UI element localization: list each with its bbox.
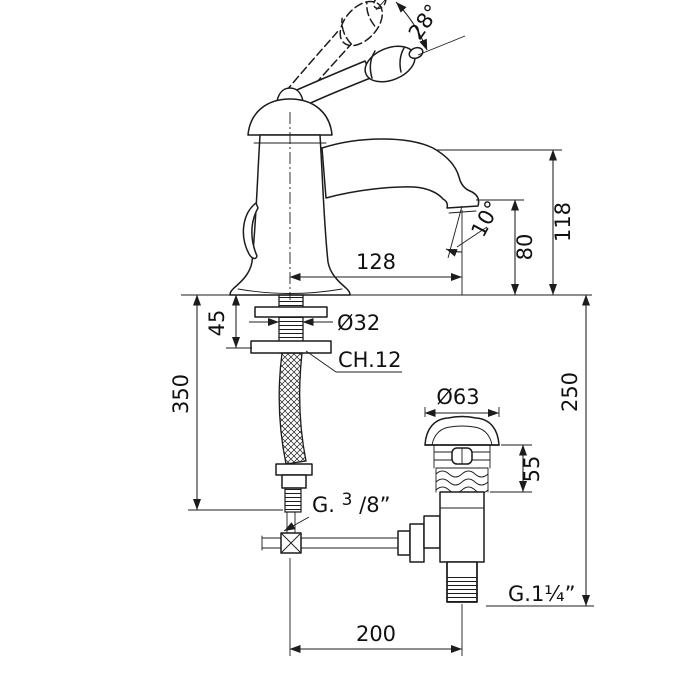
pipe-coupling-flange	[409, 523, 425, 563]
dimension-labels: 28° 10° 128 200 80 118 250 45 350 55 Ø63…	[169, 0, 582, 646]
drain-tailpiece-threads	[447, 575, 477, 602]
spout-outlet-rim	[448, 210, 477, 214]
body-side-detail	[242, 202, 259, 260]
drain-flange-inner	[431, 425, 493, 446]
drain-strainer	[433, 444, 491, 469]
hose-nipple-threads	[284, 487, 302, 513]
handle-ghost	[277, 0, 387, 112]
angle-ext-28-solid	[417, 35, 466, 56]
angle-label-28: 28°	[404, 0, 445, 44]
drain-flange	[424, 415, 500, 446]
dim-label-dia63: Ø63	[436, 385, 479, 409]
drain-side-nut	[423, 515, 441, 549]
angle-ext-28-ghost	[375, 0, 386, 11]
hose-nut	[275, 463, 313, 476]
dim-label-118: 118	[551, 202, 575, 242]
angle-arc-10	[445, 248, 463, 257]
inlet-thread-numerator: 3	[342, 490, 353, 510]
under-counter-assembly	[250, 294, 399, 554]
angle-leader-10	[456, 226, 488, 248]
valve-riser	[286, 511, 296, 534]
spout	[321, 138, 480, 214]
supply-hose	[278, 352, 307, 465]
dim-label-350: 350	[169, 374, 193, 414]
faucet-above-counter	[229, 0, 480, 300]
inlet-thread-rest: /8”	[359, 493, 390, 517]
waste-thread-label: G.1¼”	[508, 582, 576, 606]
dim-label-45: 45	[205, 310, 229, 337]
drain-tailpiece-outline	[446, 561, 478, 603]
mounting-nut	[250, 340, 332, 354]
drain-body	[439, 491, 485, 563]
cap-finial	[276, 87, 304, 102]
dim-label-80: 80	[513, 234, 537, 261]
dim-label-200: 200	[356, 622, 396, 646]
drain-assembly	[397, 415, 500, 603]
inlet-thread-prefix: G.	[312, 493, 335, 517]
dimension-lines	[181, 0, 594, 656]
mounting-washer	[254, 306, 328, 318]
dim-label-55: 55	[520, 456, 544, 483]
angle-arc-28	[395, 1, 428, 51]
wrench-size-label: CH.12	[338, 348, 401, 372]
pipe-coupling-nut	[397, 530, 411, 556]
inlet-thread-label: G. 3 /8”	[312, 486, 390, 517]
hose-collar	[281, 474, 307, 489]
leader-g38	[283, 516, 310, 532]
dim-label-250: 250	[558, 372, 582, 412]
supply-pipe	[300, 537, 399, 549]
dim-label-dia32: Ø32	[337, 311, 380, 335]
drain-thread-section	[435, 467, 489, 494]
valve-stub	[261, 535, 282, 551]
leader-ch12	[305, 350, 402, 373]
dim-label-128: 128	[356, 250, 396, 274]
valve-cross-icon	[280, 532, 302, 554]
